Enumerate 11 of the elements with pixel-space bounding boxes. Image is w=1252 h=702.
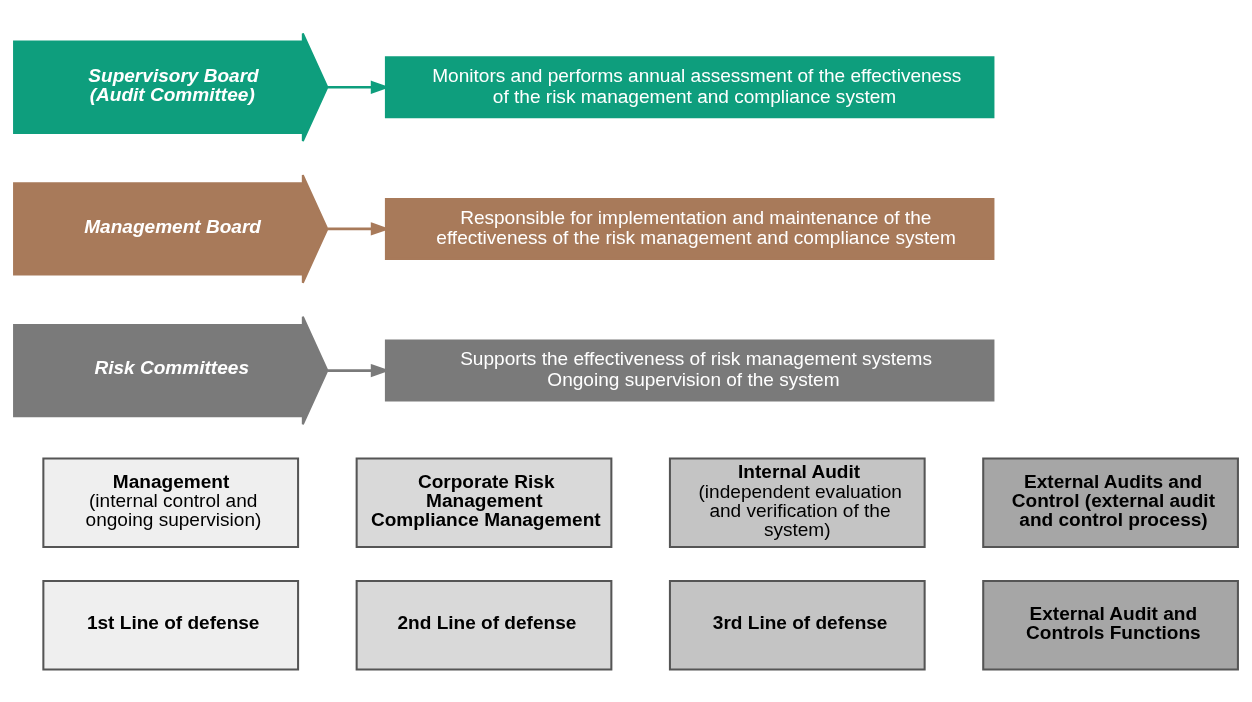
node-box: Monitors and performs annual assessment of the effectiveness of the risk management and compliance system — [384, 55, 995, 118]
node-box: Management (internal control and ongoing supervision) — [42, 456, 300, 548]
node-box: 3rd Line of defense — [668, 579, 926, 671]
node-box: 1st Line of defense — [42, 579, 300, 671]
node-box: 2nd Line of defense — [355, 579, 613, 671]
node-box: Responsible for implementation and maintenance of the effectiveness of the risk management and compliance system — [384, 197, 995, 260]
node-box: Internal Audit (independent evaluation and verification of the system) — [668, 456, 926, 548]
node-box: External Audit and Controls Functions — [982, 579, 1239, 671]
node-box: External Audits and Control (external audit and control process) — [982, 456, 1239, 548]
node-box: Supports the effectiveness of risk management systems Ongoing supervision of the system — [384, 339, 995, 402]
node-box: Corporate Risk Management Compliance Management — [355, 456, 613, 548]
